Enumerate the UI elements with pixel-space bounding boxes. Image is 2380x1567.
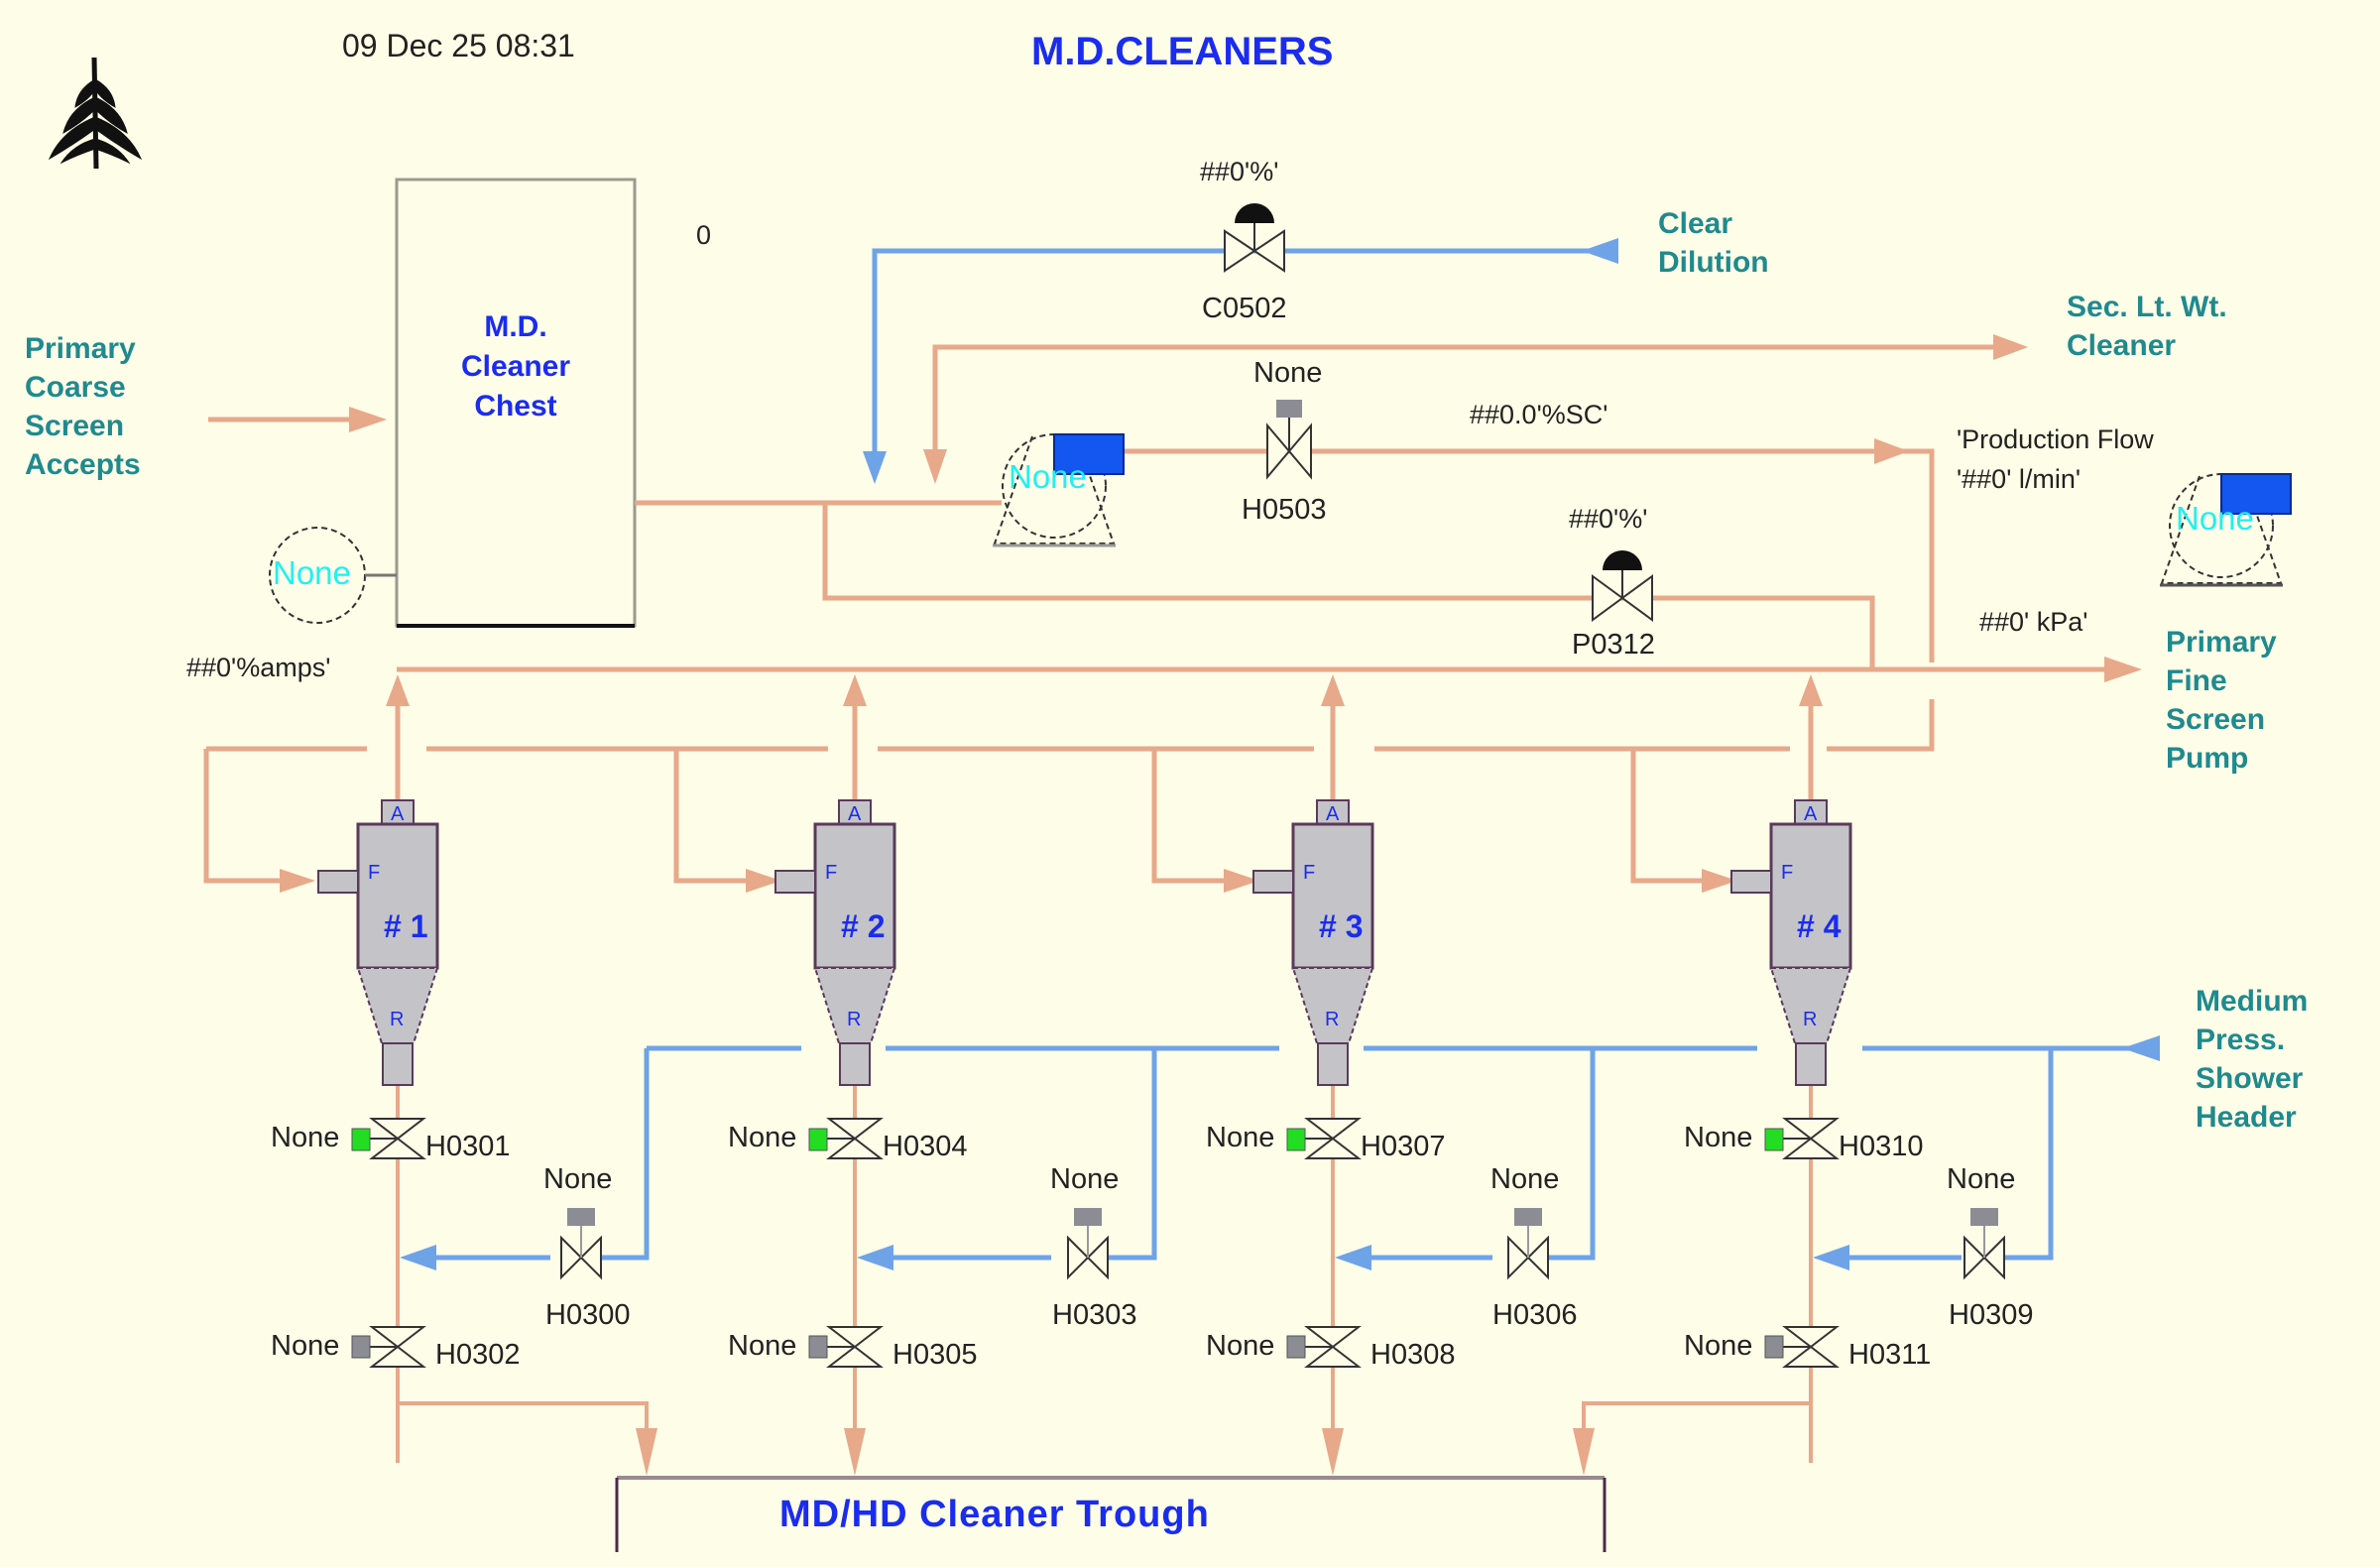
hand-valve-h0307[interactable] [1286,1118,1362,1159]
accept-port-label: A [1804,803,1818,825]
valve-tag[interactable]: H0310 [1839,1131,1924,1162]
shower-valve-h0309[interactable] [1964,1208,2005,1280]
feed-port-label: F [1781,862,1794,884]
reject-port-label: R [1803,1009,1818,1030]
c0502-tag[interactable]: C0502 [1202,293,1287,324]
accept-port-label: A [1326,803,1340,825]
valve-tag[interactable]: H0305 [892,1339,978,1371]
accept-port-label: A [848,803,862,825]
hand-valve-h0301[interactable] [351,1118,426,1159]
valve-tag[interactable]: H0306 [1492,1299,1578,1331]
cleaner-trough[interactable] [615,1476,1606,1552]
valve-status: None [1490,1163,1560,1195]
shower-valve-h0306[interactable] [1507,1208,1549,1280]
stream-label-medium-press: Medium Press. Shower Header [2196,985,2309,1134]
valve-status: None [1050,1163,1120,1195]
reject-port-label: R [847,1009,862,1030]
feed-port-label: F [825,862,838,884]
shower-valve-h0300[interactable] [560,1208,602,1280]
h0503-tag[interactable]: H0503 [1242,494,1327,526]
c0502-output-readout: ##0'%' [1200,157,1279,186]
water-piping [416,248,2132,1261]
cleaner-number: # 1 [384,908,428,944]
valve-status: None [728,1330,797,1362]
hydrocyclone-cleaner-2[interactable] [774,799,896,1086]
valve-status: None [543,1163,613,1195]
feed-port-label: F [368,862,381,884]
shower-valve-h0303[interactable] [1067,1208,1109,1280]
hand-valve-h0308[interactable] [1286,1326,1362,1368]
stream-label-clear-dilution: Clear Dilution [1658,207,1769,279]
agitator-status: None [273,554,351,591]
hand-valve-h0304[interactable] [808,1118,884,1159]
cleaner-number: # 2 [841,908,886,944]
valve-tag[interactable]: H0301 [425,1131,511,1162]
hand-valve-h0311[interactable] [1764,1326,1840,1368]
valve-status: None [1206,1330,1275,1362]
stream-label-primary-coarse: Primary Coarse Screen Accepts [25,332,141,481]
hand-valve-h0302[interactable] [351,1326,426,1368]
fine-screen-pump-icon[interactable] [2160,473,2292,587]
stream-label-sec-lt-wt: Sec. Lt. Wt. Cleaner [2067,291,2227,362]
valve-status: None [1947,1163,2016,1195]
control-valve-p0312[interactable] [1592,550,1653,622]
feed-pump-icon[interactable] [993,433,1125,547]
consistency-readout: ##0.0'%SC' [1470,400,1608,429]
page-title: M.D.CLEANERS [1031,30,1334,73]
production-flow-readout: '##0' l/min' [1957,464,2082,494]
valve-tag[interactable]: H0309 [1949,1299,2034,1331]
cleaner-number: # 3 [1319,908,1364,944]
valve-tag[interactable]: H0304 [883,1131,968,1162]
reject-port-label: R [390,1009,405,1030]
trough-label: MD/HD Cleaner Trough [779,1494,1210,1535]
water-flow-arrows [400,238,2160,1270]
stream-label-primary-fine-pump: Primary Fine Screen Pump [2166,626,2277,775]
hand-valve-h0305[interactable] [808,1326,884,1368]
fern-logo-icon [48,57,143,170]
stock-flow-arrows [280,334,2142,1476]
valve-status: None [271,1122,340,1153]
production-flow-label: 'Production Flow [1957,424,2154,454]
valve-status: None [728,1122,797,1153]
cleaner-chest[interactable] [395,178,637,628]
valve-status: None [1684,1122,1753,1153]
h0503-status: None [1253,357,1323,389]
valve-tag[interactable]: H0303 [1052,1299,1137,1331]
valve-tag[interactable]: H0300 [545,1299,631,1331]
valve-status: None [1684,1330,1753,1362]
chest-label: M.D. Cleaner Chest [460,310,571,422]
valve-tag[interactable]: H0311 [1848,1339,1932,1371]
cleaner-number: # 4 [1797,908,1842,944]
hydrocyclone-cleaner-3[interactable] [1252,799,1374,1086]
valve-tag[interactable]: H0307 [1361,1131,1446,1162]
agitator-amps-readout: ##0'%amps' [186,653,331,682]
feed-pump-status: None [1009,458,1087,495]
reject-port-label: R [1325,1009,1340,1030]
hydrocyclone-cleaner-1[interactable] [317,799,439,1086]
feed-port-label: F [1303,862,1316,884]
agitator-motor-icon[interactable] [269,527,397,624]
fine-screen-pump-status: None [2176,500,2254,537]
p0312-tag[interactable]: P0312 [1572,629,1655,661]
hand-valve-h0310[interactable] [1764,1118,1840,1159]
datetime-display: 09 Dec 25 08:31 [342,28,575,63]
valve-status: None [1206,1122,1275,1153]
pressure-readout: ##0' kPa' [1979,607,2088,637]
control-valve-c0502[interactable] [1224,203,1285,273]
valve-status: None [271,1330,340,1362]
p0312-output-readout: ##0'%' [1569,504,1648,534]
hydrocyclone-cleaner-4[interactable] [1730,799,1852,1086]
chest-level-value: 0 [696,220,712,250]
hand-valve-h0503[interactable] [1266,400,1312,480]
valve-tag[interactable]: H0308 [1370,1339,1456,1371]
valve-tag[interactable]: H0302 [435,1339,521,1371]
accept-port-label: A [391,803,405,825]
